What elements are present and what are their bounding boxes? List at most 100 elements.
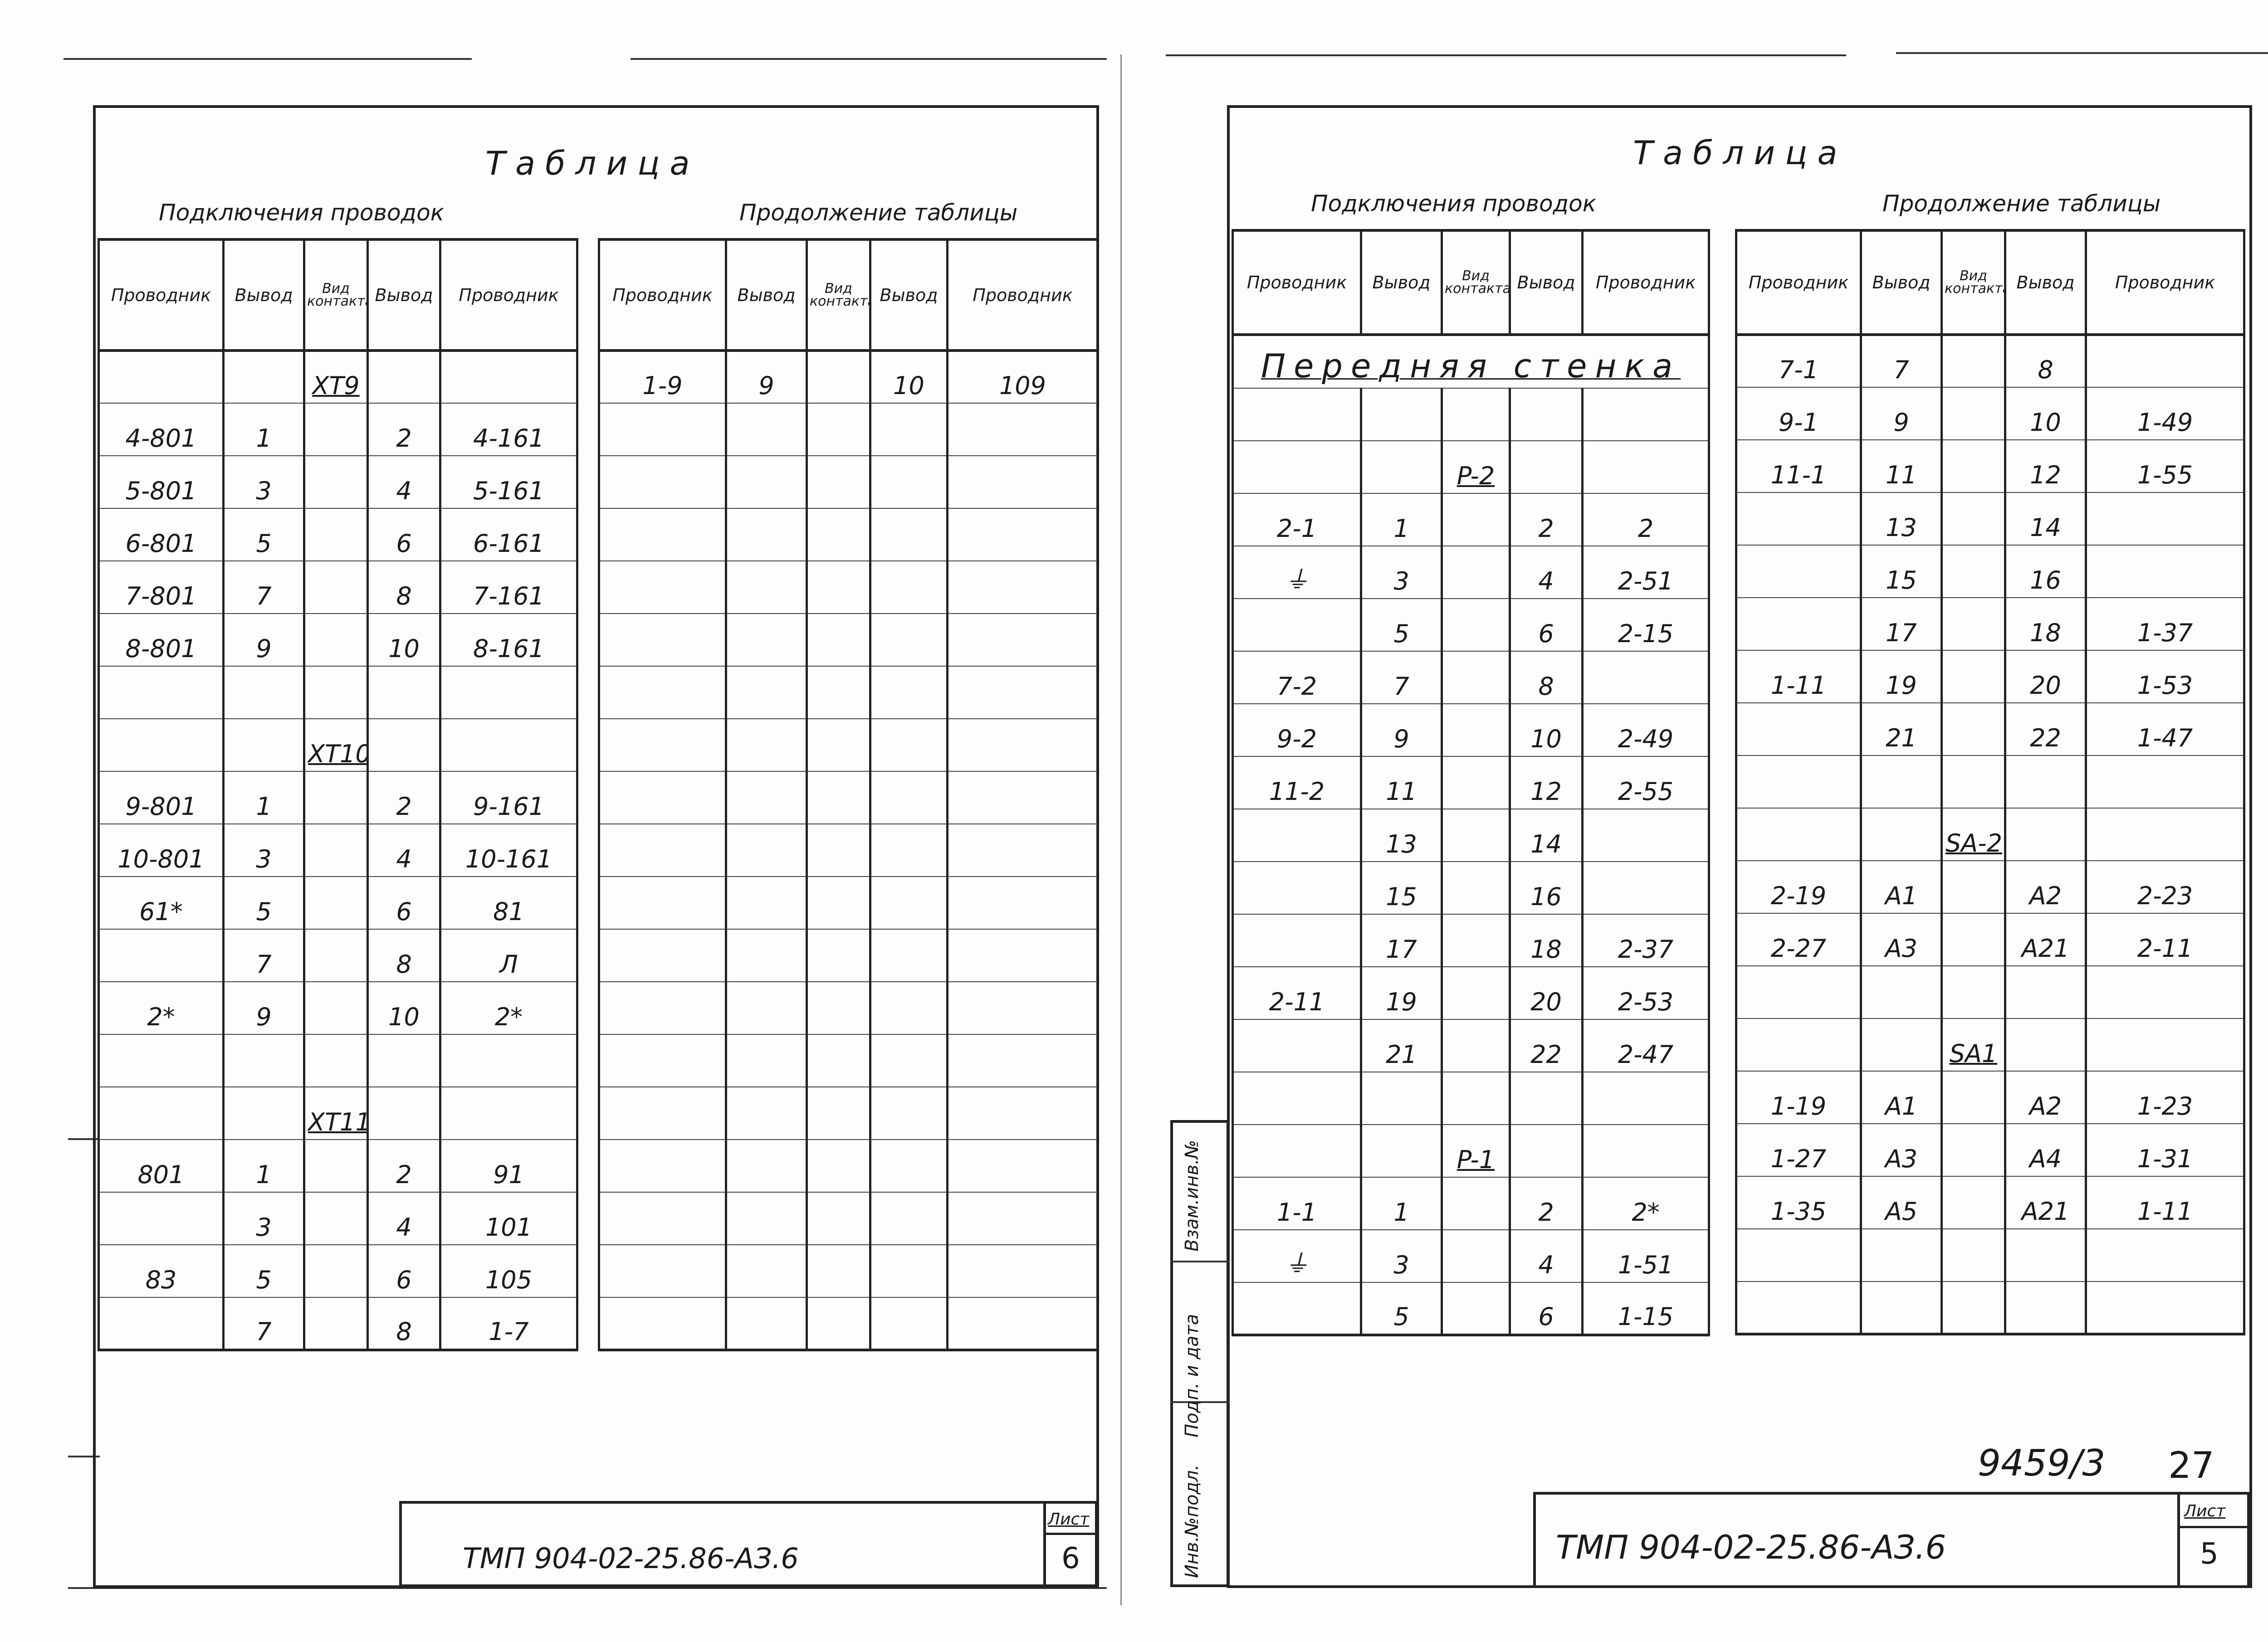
table-cell: 9-161 bbox=[439, 771, 578, 824]
empty-cell bbox=[946, 403, 1099, 456]
table-cell bbox=[1232, 1019, 1362, 1072]
table-cell: 1 bbox=[222, 1140, 305, 1193]
table-cell: 1 bbox=[222, 403, 305, 456]
table-cell bbox=[2004, 966, 2087, 1019]
empty-cell bbox=[725, 1087, 808, 1140]
contact-type-cell bbox=[303, 982, 369, 1035]
contact-type-cell bbox=[1441, 862, 1511, 915]
col-terminal: Вывод bbox=[1360, 229, 1443, 336]
table-cell: A2 bbox=[2004, 1071, 2087, 1124]
table-cell: 2-47 bbox=[1581, 1019, 1710, 1072]
table-cell: 7 bbox=[1860, 335, 1943, 388]
col-terminal-2: Вывод bbox=[367, 238, 441, 352]
table-cell: 7 bbox=[222, 929, 305, 982]
table-cell bbox=[1860, 1229, 1943, 1282]
table-cell bbox=[222, 351, 305, 404]
empty-cell bbox=[806, 1192, 871, 1245]
table-cell bbox=[1860, 808, 1943, 861]
table-cell bbox=[2085, 1281, 2245, 1335]
table-cell: 20 bbox=[2004, 650, 2087, 703]
table-cell: 2-15 bbox=[1581, 599, 1710, 652]
empty-cell bbox=[725, 403, 808, 456]
empty-cell bbox=[725, 982, 808, 1035]
empty-cell bbox=[869, 1192, 948, 1245]
table-cell: 81 bbox=[439, 877, 578, 930]
contact-type-cell: XT11 bbox=[303, 1087, 369, 1140]
margin-tick-1 bbox=[68, 1138, 100, 1140]
table-row bbox=[598, 877, 1099, 930]
table-cell: 15 bbox=[1360, 862, 1443, 915]
table-cell: 3 bbox=[1360, 1230, 1443, 1283]
table-cell: 18 bbox=[1509, 914, 1584, 967]
table-cell: 1-9 bbox=[598, 351, 727, 404]
table-cell: 91 bbox=[439, 1140, 578, 1193]
table-row bbox=[598, 982, 1099, 1035]
table-cell: 3 bbox=[222, 456, 305, 509]
top-edge-line-right bbox=[1166, 54, 1846, 56]
empty-cell bbox=[869, 666, 948, 719]
contact-type-cell bbox=[1941, 545, 2006, 598]
table-cell: 13 bbox=[1360, 809, 1443, 862]
empty-cell bbox=[869, 1034, 948, 1087]
table-cell bbox=[1735, 1281, 1862, 1335]
table-cell: 5 bbox=[222, 508, 305, 561]
table-cell: 2-11 bbox=[1232, 967, 1362, 1020]
empty-cell bbox=[598, 614, 727, 667]
table-cell: 6-161 bbox=[439, 508, 578, 561]
table-cell: 2 bbox=[1509, 493, 1584, 546]
empty-cell bbox=[806, 719, 871, 772]
side-label-inventory: Инв.№подл. bbox=[1182, 1464, 1202, 1578]
empty-cell bbox=[725, 1297, 808, 1351]
empty-cell bbox=[946, 719, 1099, 772]
right-sheet-divider bbox=[2177, 1526, 2250, 1528]
contact-type-cell bbox=[1441, 967, 1511, 1020]
contact-type-cell bbox=[1441, 388, 1511, 441]
table-row bbox=[1735, 966, 2245, 1019]
table-cell bbox=[1232, 1125, 1362, 1178]
table-cell: 7-1 bbox=[1735, 335, 1862, 388]
table-cell: 2* bbox=[439, 982, 578, 1035]
table-cell bbox=[367, 666, 441, 719]
table-cell bbox=[222, 1087, 305, 1140]
table-row: XT11 bbox=[98, 1087, 578, 1140]
table-cell: 7-2 bbox=[1232, 651, 1362, 704]
empty-cell bbox=[806, 508, 871, 561]
table-cell bbox=[367, 1034, 441, 1087]
table-cell: 2 bbox=[1509, 1177, 1584, 1230]
table-cell bbox=[2085, 808, 2245, 861]
table-cell bbox=[1735, 966, 1862, 1019]
strip-divider-2 bbox=[1170, 1401, 1229, 1403]
empty-cell bbox=[725, 1245, 808, 1298]
empty-cell bbox=[946, 561, 1099, 614]
contact-type-cell bbox=[1941, 913, 2006, 966]
contact-type-cell bbox=[303, 666, 369, 719]
table-cell bbox=[222, 1034, 305, 1087]
table-row bbox=[1735, 1281, 2245, 1335]
table-cell: 2-53 bbox=[1581, 967, 1710, 1020]
table-cell: 3 bbox=[222, 1192, 305, 1245]
table-cell: 13 bbox=[1860, 492, 1943, 546]
contact-type-cell bbox=[1441, 1177, 1511, 1230]
table-cell bbox=[1509, 1125, 1584, 1178]
handwritten-register-number: 9459/3 bbox=[1978, 1442, 2106, 1484]
table-cell bbox=[2085, 1018, 2245, 1072]
table-cell: 1-49 bbox=[2085, 387, 2245, 440]
table-cell: 12 bbox=[2004, 440, 2087, 493]
table-cell bbox=[439, 1034, 578, 1087]
table-cell bbox=[98, 351, 225, 404]
col-contact-type: Вид контакта bbox=[303, 238, 369, 352]
table-cell: 1-11 bbox=[1735, 650, 1862, 703]
table-row bbox=[598, 929, 1099, 982]
table-cell: 9 bbox=[1360, 704, 1443, 757]
table-cell bbox=[2004, 755, 2087, 809]
